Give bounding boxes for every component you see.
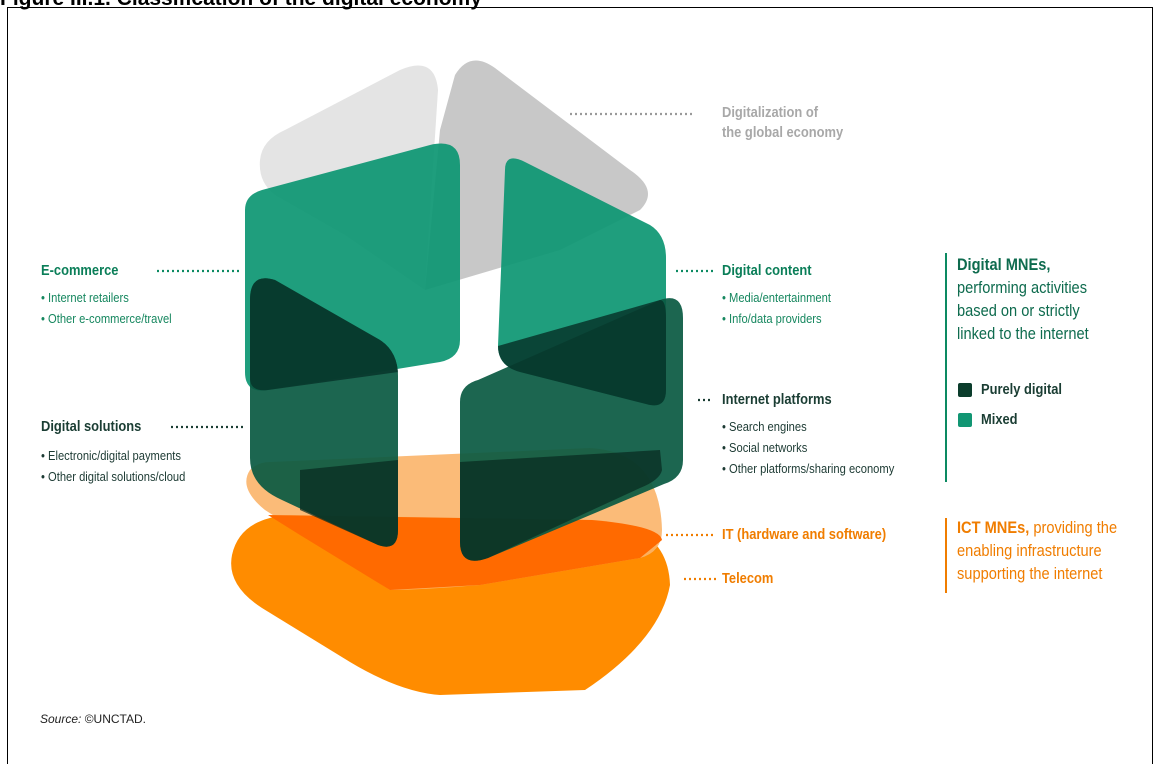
legend-mixed: Mixed <box>981 411 1018 428</box>
digital-solutions-label: Digital solutions <box>41 418 142 435</box>
legend-swatch-purely-digital <box>958 383 972 397</box>
ecommerce-items: • Internet retailers • Other e-commerce/… <box>41 290 172 326</box>
telecom-label: Telecom <box>722 570 774 587</box>
digital-mnes-description: Digital MNEs, performing activities base… <box>957 255 1089 343</box>
legend-swatch-mixed <box>958 413 972 427</box>
internet-platforms-label: Internet platforms <box>722 391 832 408</box>
ict-mnes-description: ICT MNEs, providing the enabling infrast… <box>957 518 1118 583</box>
internet-platforms-items: • Search engines • Social networks • Oth… <box>722 419 895 476</box>
source-note: Source: ©UNCTAD. <box>40 712 146 726</box>
solutions-it-overlap <box>300 460 398 547</box>
digital-content-label: Digital content <box>722 262 812 279</box>
platforms-it-overlap <box>460 450 662 561</box>
digital-solutions-items: • Electronic/digital payments • Other di… <box>41 448 186 484</box>
digital-content-items: • Media/entertainment • Info/data provid… <box>722 290 831 326</box>
digitalization-label: Digitalization of the global economy <box>722 104 844 141</box>
figure-frame <box>7 7 1153 764</box>
legend-purely-digital: Purely digital <box>981 381 1063 398</box>
it-label: IT (hardware and software) <box>722 526 887 543</box>
ecommerce-solutions-overlap <box>250 278 398 391</box>
figure-title: Figure III.1. Classification of the digi… <box>0 0 1154 10</box>
content-platforms-overlap <box>498 300 666 406</box>
ecommerce-label: E-commerce <box>41 262 119 279</box>
